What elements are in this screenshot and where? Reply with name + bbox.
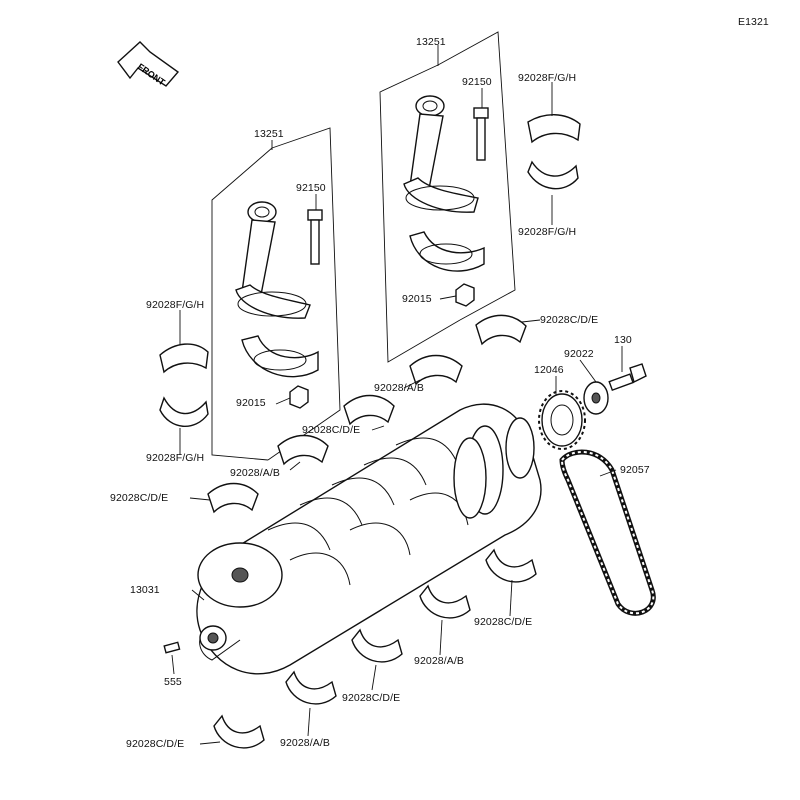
dowel-pin bbox=[163, 641, 181, 654]
label-washer: 92022 bbox=[564, 348, 594, 360]
label-bearing-cde-4: 92028C/D/E bbox=[474, 616, 533, 628]
diagram-code: E1321 bbox=[738, 16, 769, 28]
label-bolt-right: 92150 bbox=[462, 76, 492, 88]
label-bearing-cde-1: 92028C/D/E bbox=[540, 314, 599, 326]
bolt-130 bbox=[608, 363, 647, 392]
label-bearing-rod-left-upper: 92028F/G/H bbox=[146, 299, 205, 311]
label-pin: 555 bbox=[164, 676, 182, 688]
label-bearing-rod-left-lower: 92028F/G/H bbox=[146, 452, 205, 464]
label-nut-left: 92015 bbox=[236, 397, 266, 409]
nut-right bbox=[455, 283, 475, 307]
leader-lines bbox=[171, 82, 623, 745]
label-bolt-left: 92150 bbox=[296, 182, 326, 194]
label-bolt-130: 130 bbox=[614, 334, 632, 346]
bolt-right bbox=[473, 107, 489, 161]
label-rod-assembly-left: 13251 bbox=[254, 128, 284, 140]
label-crankshaft: 13031 bbox=[130, 584, 160, 596]
left-rod-assembly-box bbox=[211, 127, 341, 461]
rod-cap-left bbox=[241, 335, 319, 378]
crankshaft bbox=[196, 403, 542, 675]
label-bearing-cde-3: 92028C/D/E bbox=[110, 492, 169, 504]
label-bearing-rod-right-upper: 92028F/G/H bbox=[518, 72, 577, 84]
label-bearing-cde-2: 92028C/D/E bbox=[302, 424, 361, 436]
bolt-left bbox=[307, 209, 323, 265]
label-bearing-ab-3: 92028/A/B bbox=[414, 655, 464, 667]
label-sprocket: 12046 bbox=[534, 364, 564, 376]
sprocket bbox=[538, 390, 586, 450]
label-bearing-cde-6: 92028C/D/E bbox=[126, 738, 185, 750]
label-bearing-rod-right-lower: 92028F/G/H bbox=[518, 226, 577, 238]
connecting-rod-right bbox=[403, 95, 479, 213]
front-arrow-icon: FRONT bbox=[117, 41, 180, 88]
connecting-rod-left bbox=[235, 201, 311, 319]
right-rod-assembly-box bbox=[379, 31, 516, 363]
bearing-shells bbox=[159, 114, 581, 749]
washer bbox=[583, 381, 609, 415]
label-chain: 92057 bbox=[620, 464, 650, 476]
rod-cap-right bbox=[409, 231, 485, 272]
cam-chain bbox=[559, 449, 656, 616]
label-bearing-ab-1: 92028/A/B bbox=[374, 382, 424, 394]
label-nut-right: 92015 bbox=[402, 293, 432, 305]
label-bearing-ab-4: 92028/A/B bbox=[280, 737, 330, 749]
label-bearing-ab-2: 92028/A/B bbox=[230, 467, 280, 479]
nut-left bbox=[289, 385, 309, 409]
label-bearing-cde-5: 92028C/D/E bbox=[342, 692, 401, 704]
label-rod-assembly-right: 13251 bbox=[416, 36, 446, 48]
